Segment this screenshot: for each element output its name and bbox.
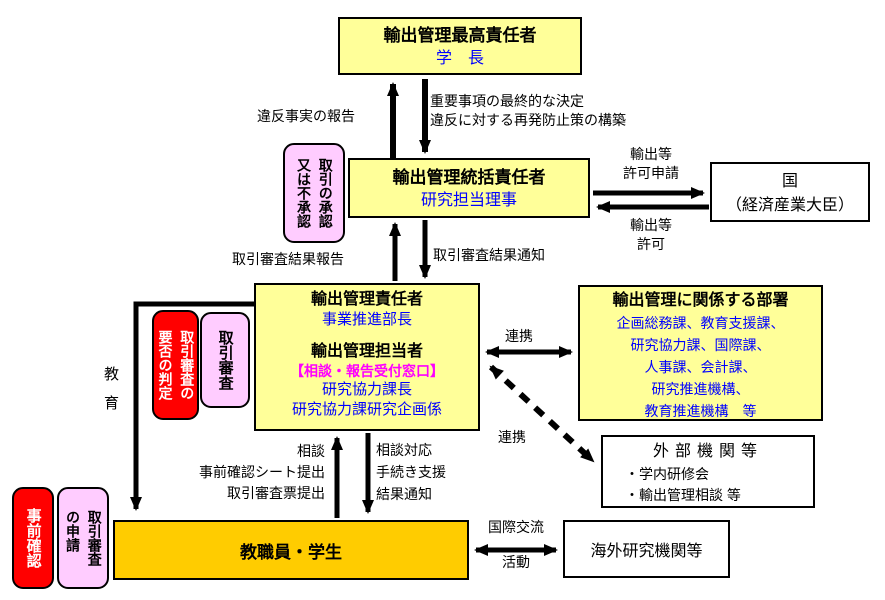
government-line2: （経済産業大臣）	[725, 197, 854, 214]
top-executive-title: 輸出管理最高責任者	[383, 26, 537, 45]
application-badge: 取引審査 の申請	[57, 487, 109, 589]
violation-report-label: 違反事実の報告	[257, 108, 355, 124]
preconfirm-badge: 事前確認	[12, 487, 54, 589]
approval-badge: 取引の承認 又は不承認	[283, 143, 345, 243]
renkei-top-label: 連携	[505, 328, 533, 344]
supervisor-title: 輸出管理統括責任者	[392, 168, 546, 187]
education-label: 教育	[102, 366, 119, 424]
overseas-box: 海外研究機関等	[563, 520, 730, 578]
supervisor-subtitle: 研究担当理事	[420, 192, 517, 209]
overseas-title: 海外研究機関等	[590, 543, 703, 560]
manager-title2: 輸出管理担当者	[310, 343, 423, 360]
export-apply-label: 輸出等 許可申請	[623, 146, 679, 181]
review-report-label: 取引審査結果報告	[232, 251, 344, 267]
judgment-badge: 取引審査の 要否の判定	[152, 310, 199, 420]
review-badge: 取引審査	[200, 312, 250, 408]
application-badge-text: 取引審査 の申請	[65, 510, 103, 566]
top-executive-subtitle: 学 長	[435, 50, 484, 67]
manager-window-label: 【相談・報告受付窓口】	[290, 363, 444, 379]
external-item: ・輸出管理相談 等	[625, 487, 741, 503]
departments-line: 教育推進機構 等	[644, 403, 757, 419]
export-permit-label: 輸出等 許可	[630, 217, 672, 252]
preconfirm-badge-text: 事前確認	[24, 508, 42, 568]
manager-title1: 輸出管理責任者	[310, 291, 423, 308]
intl-activity-label: 活動	[502, 554, 530, 570]
departments-line: 人事課、会計課、	[644, 359, 757, 375]
renkei-bottom-label: 連携	[498, 429, 526, 445]
departments-line: 企画総務課、教育支援課、	[616, 315, 785, 331]
external-title: 外部機関等	[652, 443, 763, 460]
staff-title: 教職員・学生	[240, 542, 342, 562]
supervisor-box: 輸出管理統括責任者 研究担当理事	[348, 158, 590, 218]
final-decision-label: 重要事項の最終的な決定 違反に対する再発防止策の構築	[430, 93, 626, 128]
government-line1: 国	[781, 173, 798, 190]
staff-box: 教職員・学生	[113, 520, 469, 580]
departments-box: 輸出管理に関係する部署 企画総務課、教育支援課、 研究協力課、国際課、 人事課、…	[578, 285, 823, 421]
departments-title: 輸出管理に関係する部署	[612, 292, 789, 309]
manager-box: 輸出管理責任者 事業推進部長 輸出管理担当者 【相談・報告受付窓口】 研究協力課…	[254, 283, 480, 431]
review-badge-text: 取引審査	[216, 330, 234, 390]
judgment-badge-text: 取引審査の 要否の判定	[157, 330, 196, 400]
top-executive-box: 輸出管理最高責任者 学 長	[338, 17, 582, 75]
intl-exchange-label: 国際交流	[488, 519, 544, 535]
approval-badge-text: 取引の承認 又は不承認	[296, 158, 334, 228]
departments-line: 研究推進機構、	[651, 381, 750, 397]
departments-line: 研究協力課、国際課、	[630, 337, 771, 353]
government-box: 国 （経済産業大臣）	[710, 162, 870, 222]
manager-subtitle2: 研究協力課長	[321, 381, 412, 398]
response-label: 相談対応 手続き支援 結果通知	[376, 442, 446, 502]
review-notice-label: 取引審査結果通知	[433, 247, 545, 263]
consult-label: 相談 事前確認シート提出 取引審査票提出	[199, 443, 325, 501]
external-item: ・学内研修会	[625, 466, 709, 482]
external-box: 外部機関等 ・学内研修会 ・輸出管理相談 等	[601, 435, 815, 508]
manager-subtitle3: 研究協力課研究企画係	[291, 401, 442, 418]
manager-subtitle1: 事業推進部長	[321, 311, 412, 328]
